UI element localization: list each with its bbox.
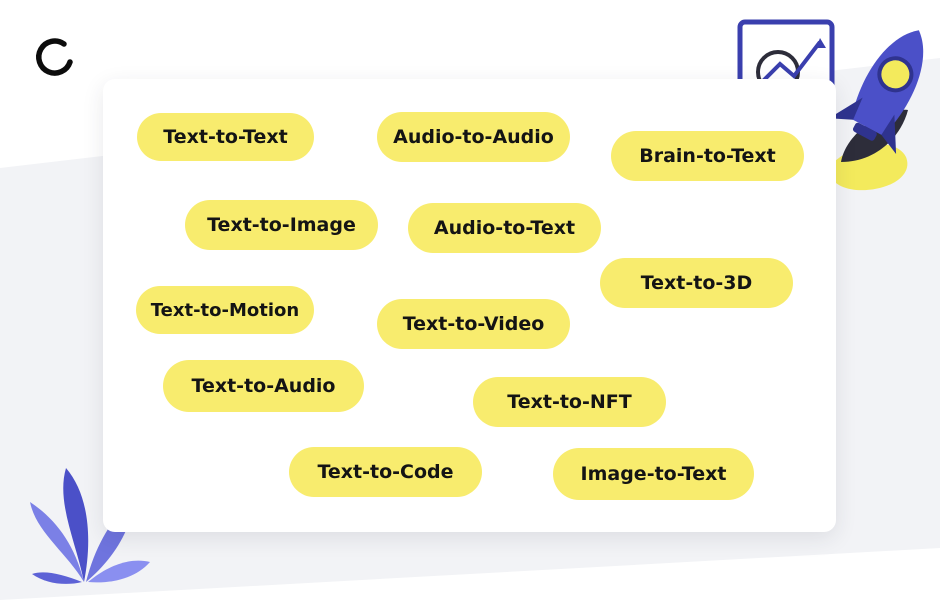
tag-text-to-motion[interactable]: Text-to-Motion [136, 286, 314, 334]
tag-audio-to-text[interactable]: Audio-to-Text [408, 203, 601, 253]
tag-text-to-nft[interactable]: Text-to-NFT [473, 377, 666, 427]
tag-text-to-image[interactable]: Text-to-Image [185, 200, 378, 250]
rocket-and-chart-illustration-icon [737, 19, 924, 191]
tags-card: Text-to-Text Audio-to-Audio Brain-to-Tex… [103, 79, 836, 532]
tag-text-to-text[interactable]: Text-to-Text [137, 113, 314, 161]
tag-text-to-code[interactable]: Text-to-Code [289, 447, 482, 497]
tag-image-to-text[interactable]: Image-to-Text [553, 448, 754, 500]
tag-text-to-video[interactable]: Text-to-Video [377, 299, 570, 349]
tag-text-to-audio[interactable]: Text-to-Audio [163, 360, 364, 412]
tag-audio-to-audio[interactable]: Audio-to-Audio [377, 112, 570, 162]
open-ring-logo-icon[interactable] [30, 32, 78, 80]
tag-brain-to-text[interactable]: Brain-to-Text [611, 131, 804, 181]
tag-text-to-3d[interactable]: Text-to-3D [600, 258, 793, 308]
